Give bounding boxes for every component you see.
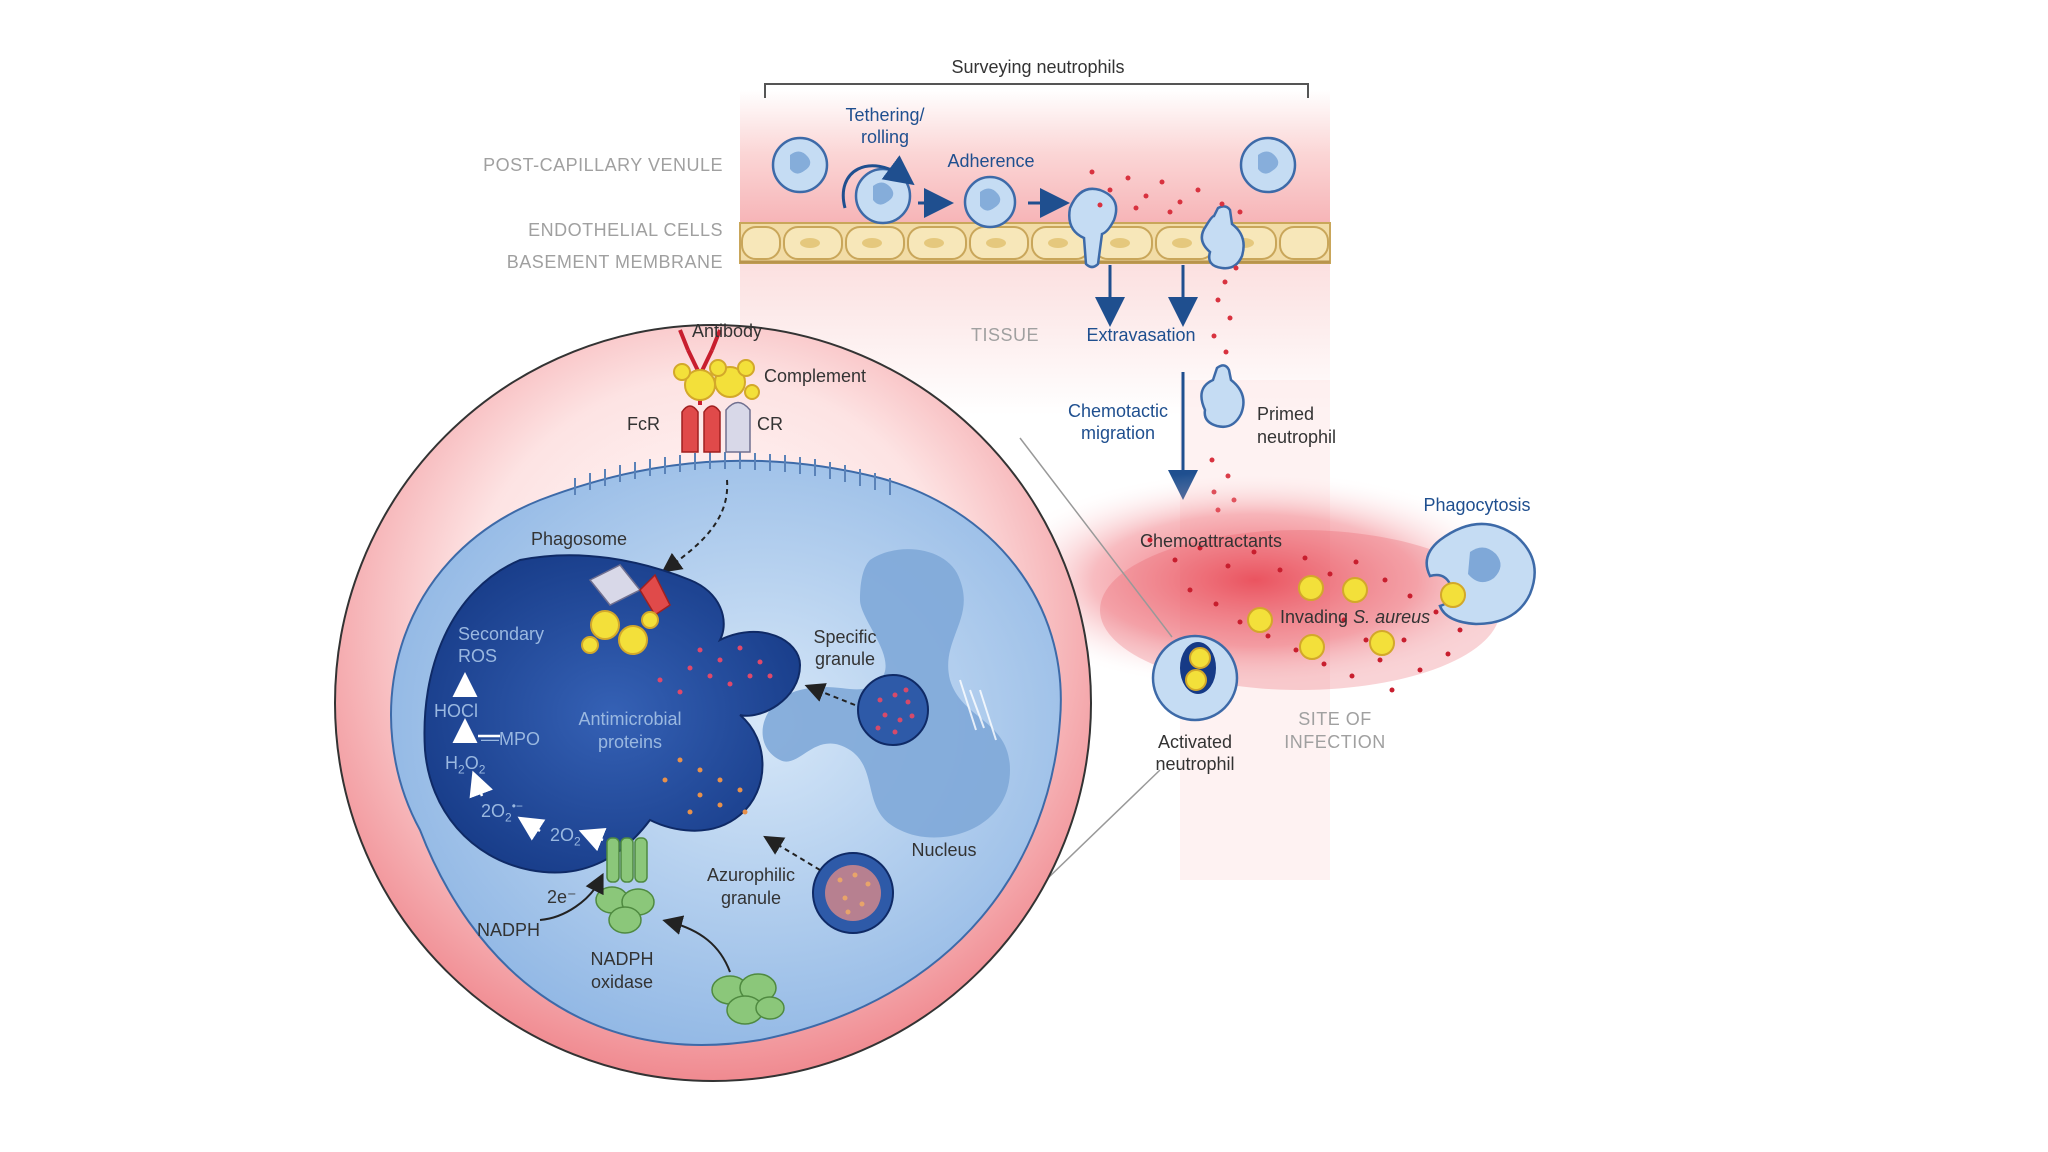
site-label-2: INFECTION	[1284, 732, 1386, 752]
endothelial-label: ENDOTHELIAL CELLS	[528, 220, 723, 240]
mpo-label: —MPO	[481, 729, 541, 749]
extravasation-label: Extravasation	[1086, 325, 1196, 345]
site-label-1: SITE OF	[1298, 709, 1372, 729]
phagocytosis-label: Phagocytosis	[1423, 495, 1531, 515]
venule-label: POST-CAPILLARY VENULE	[483, 155, 723, 175]
antimicrobial-protein-dots	[657, 645, 773, 815]
tissue-label: TISSUE	[970, 325, 1040, 345]
activated-label-1: Activated	[1157, 732, 1233, 752]
cr-label: CR	[757, 414, 783, 434]
oxidase-assembly-arrow	[662, 915, 731, 973]
oxygen-label: 2O2	[550, 825, 581, 849]
nadph-oxidase-membrane	[595, 837, 655, 934]
azurophilic-label-1: Azurophilic	[706, 865, 796, 885]
nucleus-chromatin	[959, 679, 997, 741]
h2o2-label: H2O2	[445, 753, 486, 777]
complement-proteins	[673, 359, 760, 401]
antimicrobial-label-2: proteins	[597, 732, 663, 752]
chemotactic-label-1: Chemotactic	[1067, 401, 1169, 421]
chemoattractants-label: Chemoattractants	[1139, 531, 1283, 551]
nadph-oxidase-label-2: oxidase	[590, 972, 654, 992]
chemotactic-label-2: migration	[1080, 423, 1156, 443]
primed-label-2: neutrophil	[1257, 427, 1337, 447]
specific-granule-arrow	[804, 683, 856, 706]
nadph-label: NADPH	[477, 920, 541, 940]
complement-label: Complement	[764, 366, 867, 386]
nucleus-label: Nucleus	[911, 840, 977, 860]
nadph-electron-arrow	[539, 872, 604, 921]
phagocytosing-neutrophil	[1425, 522, 1536, 626]
phagosome-label: Phagosome	[531, 529, 628, 549]
azurophilic-granule-arrow	[763, 835, 821, 871]
fcr-label: FcR	[627, 414, 660, 434]
surveying-neutrophils-label: Surveying neutrophils	[951, 57, 1125, 77]
tethering-label-1: Tethering/	[845, 105, 925, 125]
azurophilic-granule	[812, 852, 894, 934]
superoxide-label: 2O2•−	[481, 799, 523, 825]
ingested-bacteria	[581, 564, 671, 655]
phagosome	[423, 554, 802, 874]
adherence-label: Adherence	[947, 151, 1035, 171]
surveying-bracket	[764, 83, 1309, 98]
nadph-oxidase-label-1: NADPH	[590, 949, 654, 969]
cell-membrane-villi	[574, 452, 891, 495]
activated-label-2: neutrophil	[1155, 754, 1235, 774]
hocl-label: HOCl	[434, 701, 478, 721]
transmigrating-neutrophils	[1068, 187, 1245, 428]
ros-pathway-arrows	[452, 672, 607, 852]
neutrophil-nuclei	[790, 151, 1279, 211]
basement-membrane-label: BASEMENT MEMBRANE	[506, 252, 723, 272]
azurophilic-label-2: granule	[720, 888, 782, 908]
internalization-arrow	[661, 479, 729, 573]
antimicrobial-label-1: Antimicrobial	[578, 709, 682, 729]
s-aureus-bacteria	[1247, 575, 1395, 660]
fc-receptor	[681, 405, 721, 453]
tethering-label-2: rolling	[860, 127, 910, 147]
primed-label-1: Primed	[1257, 404, 1315, 424]
activated-neutrophil	[1151, 634, 1239, 722]
specific-granule-label-2: granule	[814, 649, 876, 669]
antibody-label: Antibody	[692, 321, 763, 341]
tethering-arrow	[841, 155, 915, 209]
complement-receptor	[725, 401, 751, 453]
infection-dots	[1147, 537, 1463, 693]
zoom-line-top	[1019, 437, 1173, 638]
secondary-ros-label-1: Secondary	[458, 624, 545, 644]
electrons-label: 2e⁻	[547, 887, 577, 907]
specific-granule-label-1: Specific	[813, 627, 877, 647]
nadph-oxidase-cytosolic	[711, 973, 785, 1025]
specific-granule	[857, 674, 929, 746]
invading-label: Invading S. aureus	[1280, 607, 1431, 627]
secondary-ros-label-2: ROS	[458, 646, 498, 666]
